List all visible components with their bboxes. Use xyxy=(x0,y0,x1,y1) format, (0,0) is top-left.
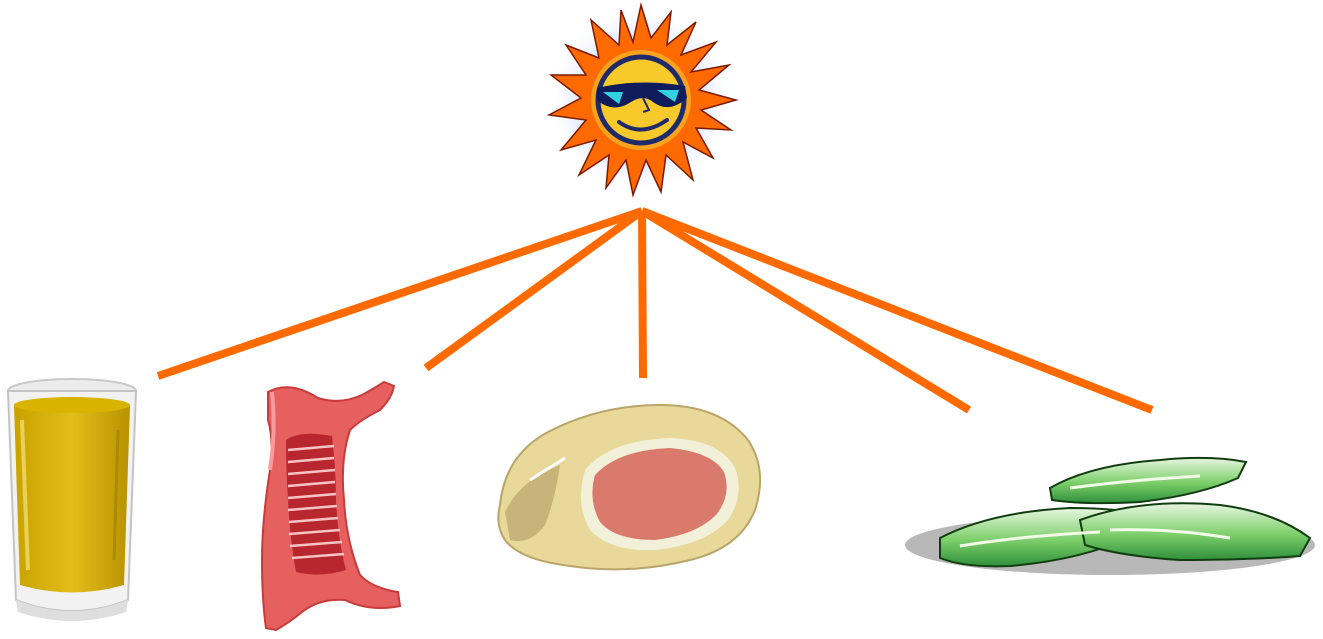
connector-line-ribs xyxy=(426,211,642,368)
connector-lines xyxy=(158,211,1152,410)
endive-vegetables-icon xyxy=(905,458,1315,575)
glass-of-juice-icon xyxy=(8,379,136,621)
connector-line-endive xyxy=(642,211,1152,410)
connector-line-juice xyxy=(158,211,642,376)
cool-sun-with-sunglasses-icon xyxy=(549,5,736,195)
meat-ribs-icon xyxy=(262,382,400,630)
roast-meat-icon xyxy=(498,405,760,569)
connector-line-roast xyxy=(642,211,643,378)
connector-line-spacer xyxy=(642,211,969,410)
